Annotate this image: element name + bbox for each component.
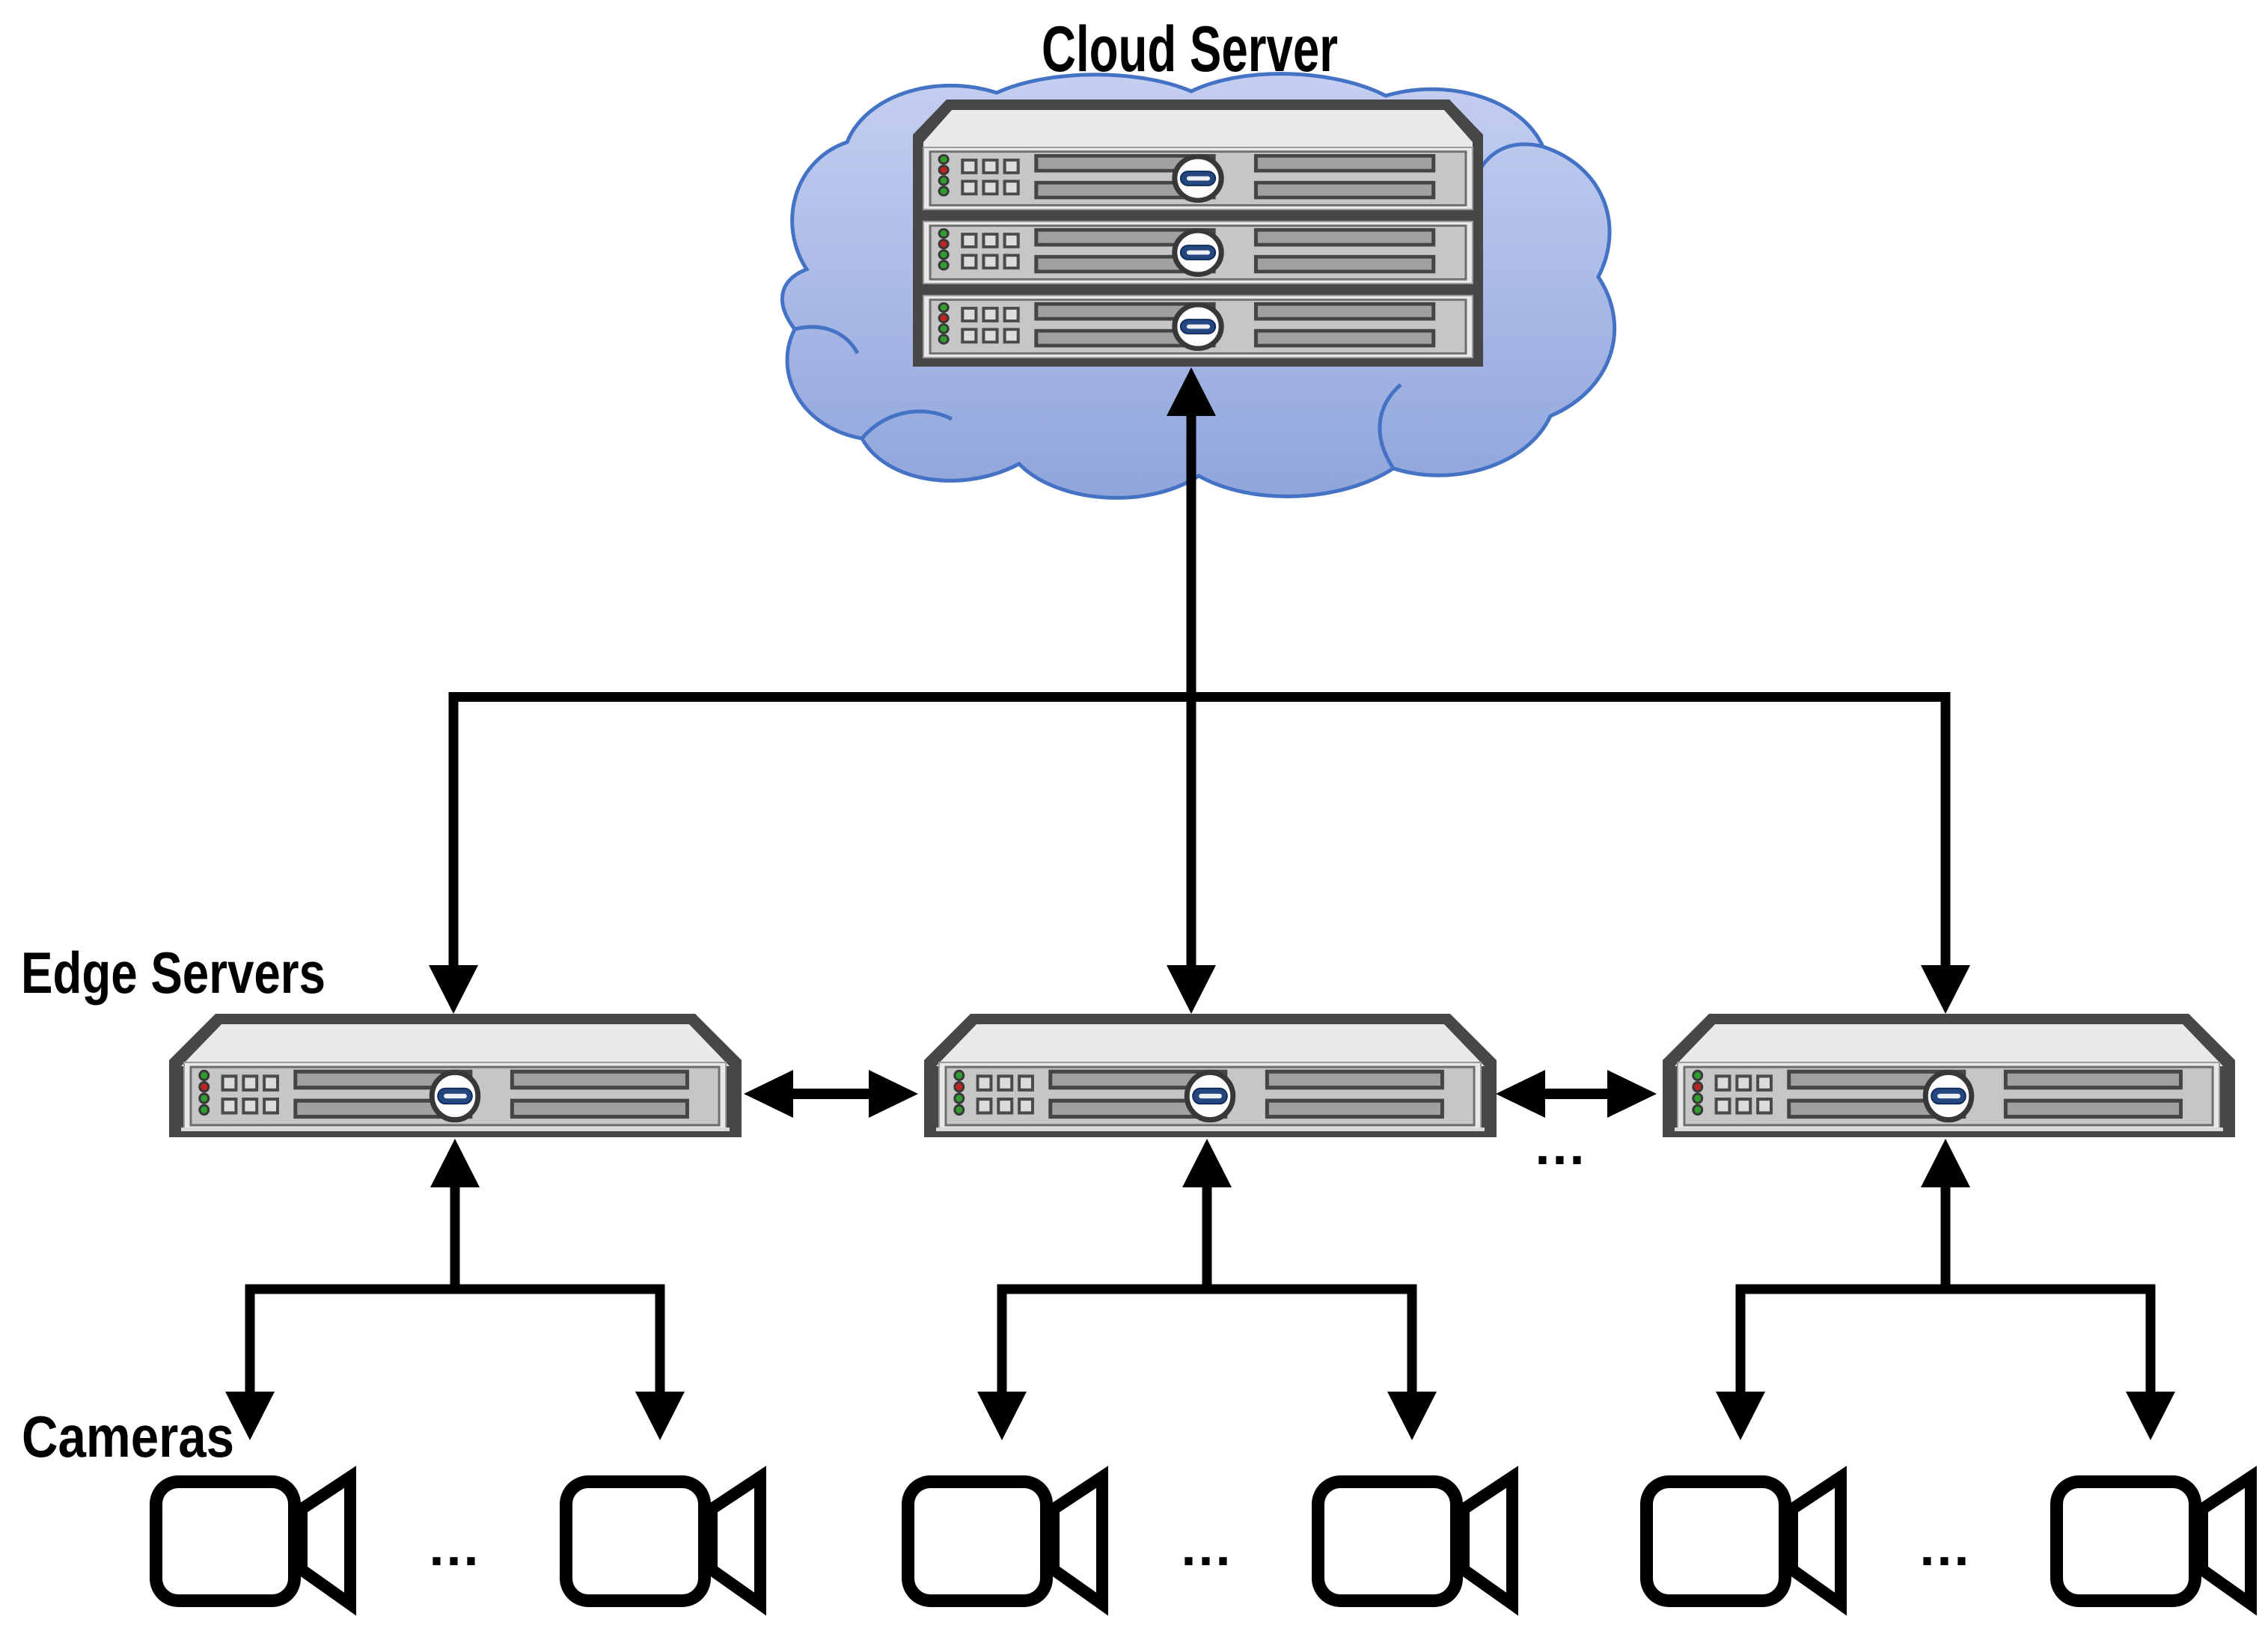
cloud-server-stack (913, 100, 1483, 367)
cloud-rack-unit-3 (923, 296, 1473, 358)
camera-row: ... ... ... (156, 1477, 2252, 1604)
camera-group1-ellipsis: ... (429, 1517, 480, 1577)
camera-group3-ellipsis: ... (1919, 1517, 1971, 1577)
camera-5 (1647, 1477, 1841, 1604)
cloud-rack-unit-2 (923, 221, 1473, 284)
edge-servers-label: Edge Servers (21, 940, 325, 1006)
camera-3 (908, 1477, 1103, 1604)
edge-to-cloud-line (1186, 413, 1196, 697)
camera-1 (156, 1477, 351, 1604)
camera-group2-ellipsis: ... (1181, 1517, 1232, 1577)
edge-server-1 (169, 1014, 742, 1137)
cameras-label: Cameras (22, 1404, 234, 1469)
cloud-edge-connectors (429, 367, 1970, 1014)
edge-peer-links: ... (744, 1070, 1657, 1176)
arrow-down-edge1 (429, 965, 478, 1014)
arrow-down-edge3 (1921, 965, 1970, 1014)
edge-server-2 (924, 1014, 1497, 1137)
camera-edge-connectors (225, 1139, 2175, 1440)
edge-server-3 (1663, 1014, 2235, 1137)
double-arrow-1 (744, 1070, 918, 1118)
cloud-rack-unit-1 (923, 147, 1473, 209)
arrow-down-edge2 (1167, 965, 1216, 1014)
camera-6 (2057, 1477, 2252, 1604)
camera-2 (566, 1477, 761, 1604)
camera-4 (1318, 1477, 1513, 1604)
cloud-edge-bus-line (448, 692, 1951, 702)
cloud-server-label: Cloud Server (1042, 13, 1338, 85)
edge-servers-ellipsis: ... (1535, 1116, 1586, 1176)
double-arrow-2 (1496, 1070, 1657, 1118)
